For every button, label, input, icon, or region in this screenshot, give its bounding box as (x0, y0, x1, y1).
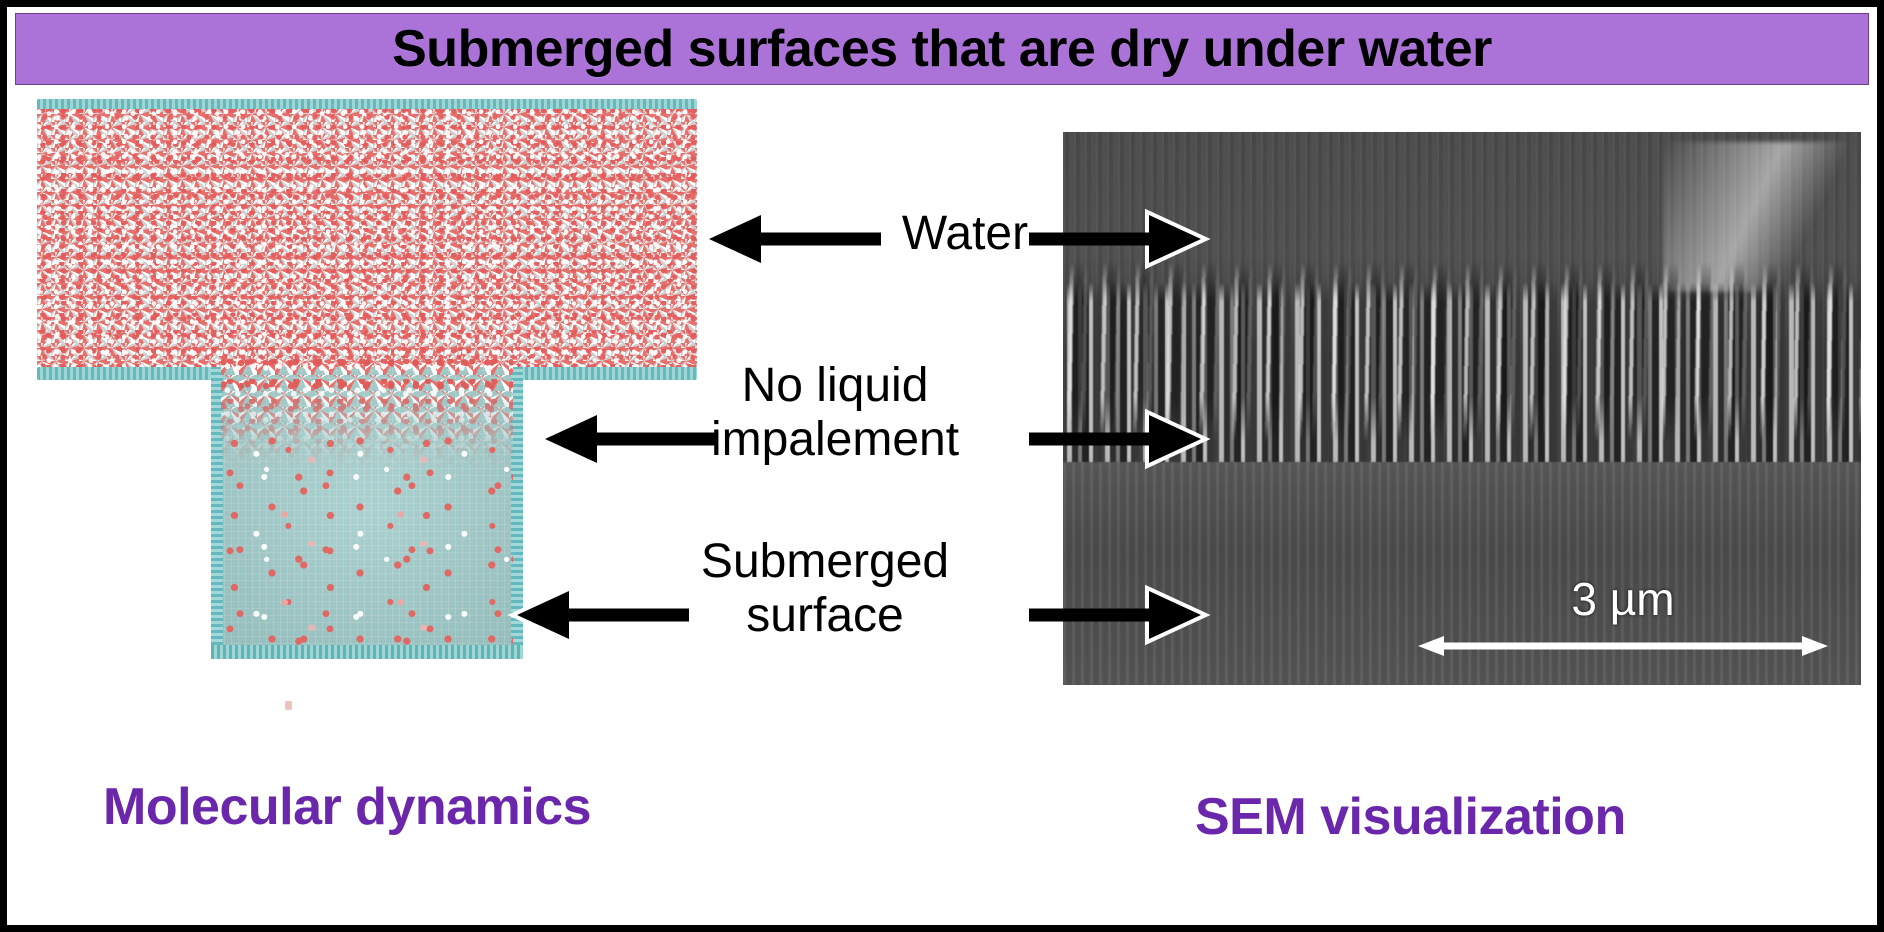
annotation-submerged-surface-label: Submerged surface (700, 535, 950, 642)
arrow-right-icon (1029, 208, 1211, 270)
annotation-water-label: Water (901, 207, 1029, 260)
scale-bar-arrow-icon (1418, 636, 1828, 656)
sem-panel: 3 µm (1063, 107, 1861, 685)
arrow-left-icon (507, 584, 689, 646)
stray-molecule-speck (285, 701, 292, 710)
substrate-bottom-left-row (37, 367, 221, 380)
title-banner: Submerged surfaces that are dry under wa… (15, 13, 1869, 85)
sem-micrograph: 3 µm (1063, 132, 1861, 685)
arrow-right-icon (1029, 584, 1211, 646)
arrow-left-icon (699, 208, 881, 270)
cavity-right-wall (511, 367, 523, 657)
bulk-water-region (37, 109, 697, 371)
arrow-right-icon (1029, 408, 1211, 470)
molecular-dynamics-panel (15, 87, 895, 925)
vapour-molecules (221, 437, 513, 647)
scale-bar-label: 3 µm (1571, 573, 1675, 625)
figure-body: 3 µm Water (15, 87, 1869, 925)
cavity-left-wall (211, 367, 223, 657)
caption-molecular-dynamics: Molecular dynamics (103, 778, 592, 836)
scale-bar: 3 µm (1418, 572, 1828, 668)
substrate-top-row (37, 99, 697, 112)
arrow-left-icon (535, 408, 717, 470)
annotation-no-impalement-label: No liquid impalement (710, 359, 960, 466)
substrate-bottom-right-row (513, 367, 697, 380)
caption-sem-visualization: SEM visualization (1195, 788, 1626, 846)
cavity-floor (211, 645, 523, 659)
page-title: Submerged surfaces that are dry under wa… (392, 20, 1492, 78)
nanopillar-tips (1063, 262, 1861, 442)
